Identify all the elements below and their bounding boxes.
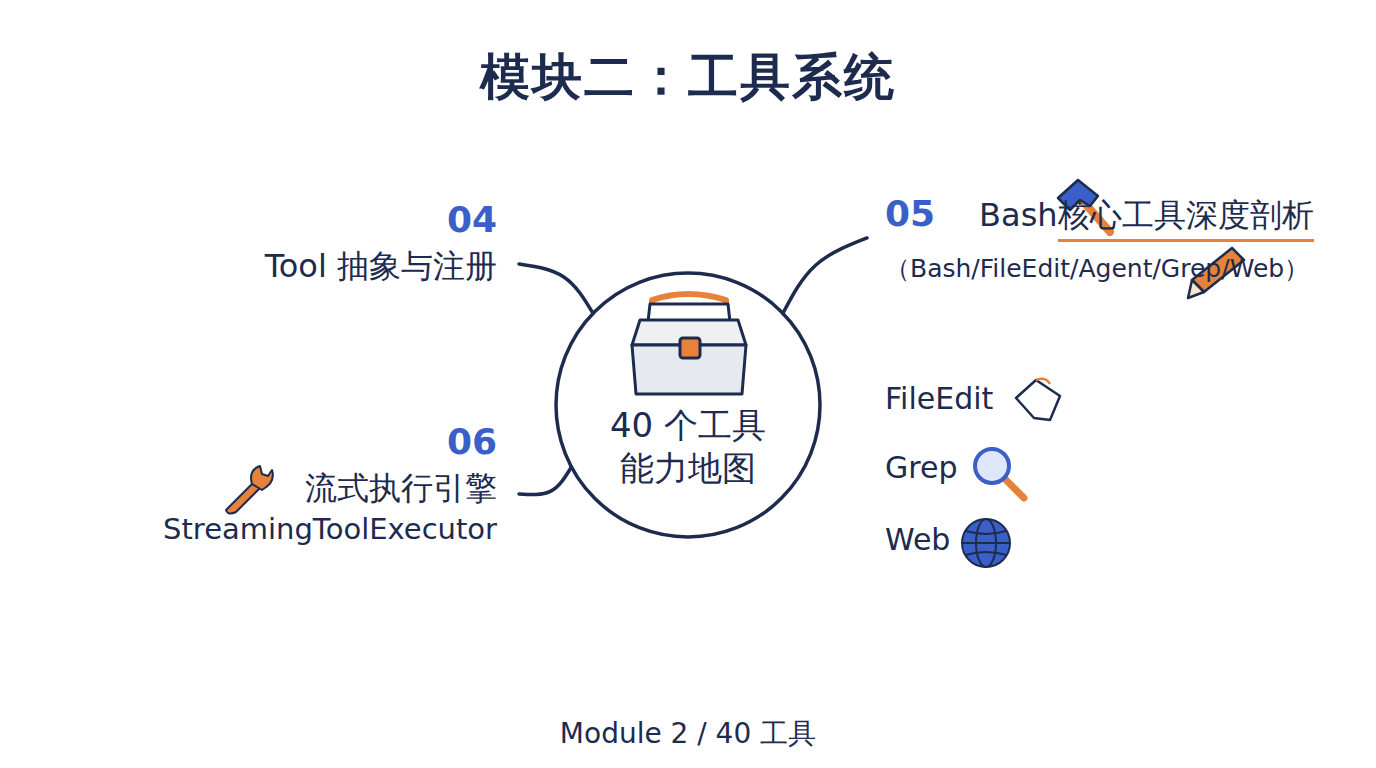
- topic-text: 核心工具深度剖析: [1058, 194, 1314, 242]
- globe-icon: [962, 519, 1010, 567]
- toolbox-icon: [632, 294, 746, 394]
- globe-sphere: [962, 519, 1010, 567]
- tool-label: Grep: [885, 450, 957, 485]
- wrench-head: [251, 466, 273, 490]
- connector-curve: [519, 467, 571, 495]
- section-number: 04: [160, 196, 497, 245]
- magnifier-handle: [1006, 480, 1024, 498]
- topic-group: 05 Bash核心工具深度剖析 （Bash/FileEdit/Agent/Grep/…: [885, 190, 1365, 286]
- magnifier-icon: [975, 449, 1024, 498]
- paper-sheet: [1016, 380, 1060, 420]
- circle-border: [556, 273, 820, 537]
- section-number: 06: [90, 418, 497, 467]
- globe-equator: [962, 542, 1010, 544]
- paper-icon: [1016, 379, 1060, 420]
- topic-group: 06流式执行引擎StreamingToolExecutor: [90, 418, 497, 549]
- connector-curve: [783, 238, 867, 313]
- magnifier-lens: [975, 449, 1009, 483]
- connector-curve: [519, 264, 593, 313]
- hub-circle: 40 个工具 能力地图: [553, 270, 823, 540]
- globe-parallels: [966, 531, 1006, 555]
- topic-text: Bash: [979, 194, 1058, 237]
- topic-text: 流式执行引擎: [90, 467, 497, 510]
- topic-group: 04Tool 抽象与注册: [160, 196, 497, 288]
- diagram-title: 模块二：工具系统: [0, 44, 1376, 111]
- toolbox-latch: [680, 338, 700, 358]
- topic-text: StreamingToolExecutor: [90, 510, 497, 549]
- diagram-caption: Module 2 / 40 工具: [0, 715, 1376, 753]
- tool-label: FileEdit: [885, 381, 993, 416]
- paper-curl: [1036, 379, 1050, 384]
- topic-text: Tool 抽象与注册: [160, 245, 497, 288]
- topic-text: 40 个工具 能力地图: [588, 404, 788, 489]
- wrench-icon: [226, 466, 273, 514]
- section-number: 05: [885, 190, 935, 239]
- tool-label: Web: [885, 522, 950, 557]
- topic-text: （Bash/FileEdit/Agent/Grep/Web）: [885, 252, 1365, 286]
